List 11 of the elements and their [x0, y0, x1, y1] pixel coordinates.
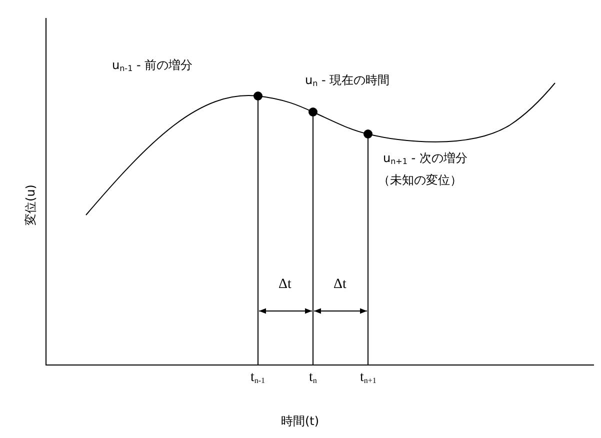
point-label: u$_{n}$ - 現在の時間: [305, 73, 390, 87]
dimension-label: Δt: [278, 278, 292, 292]
tick-label: t$_{n+1}$: [360, 371, 376, 385]
tick-label: t$_{n}$: [309, 371, 317, 385]
point-label: u$_{n+1}$ - 次の増分: [383, 151, 468, 165]
point-label: u$_{n-1}$ - 前の増分: [112, 58, 193, 72]
axis-label: 時間(t): [281, 414, 320, 428]
dimension-label: Δt: [334, 278, 346, 292]
note-text: （未知の変位）: [378, 173, 462, 187]
axis-label: 変位(u): [22, 184, 37, 226]
tick-label: t$_{n-1}$: [250, 371, 266, 385]
